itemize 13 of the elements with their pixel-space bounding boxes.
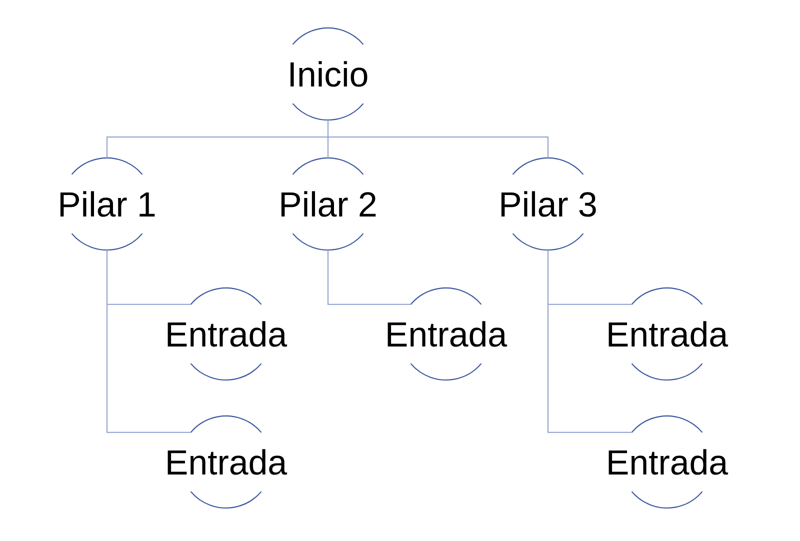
- circle-node: Inicio: [290, 27, 368, 121]
- circle-node: Pilar 1: [60, 157, 155, 251]
- circle-node: Entrada: [388, 287, 508, 381]
- connector-line: [328, 119, 548, 158]
- connector-line: [328, 249, 412, 305]
- circle-node: Pilar 2: [281, 157, 376, 251]
- connector-line: [548, 249, 632, 433]
- connector-line: [106, 249, 192, 433]
- circle-node: Entrada: [608, 415, 728, 509]
- circle-node: Pilar 3: [501, 157, 596, 251]
- circle-node: Entrada: [168, 287, 288, 381]
- circle-node: Entrada: [168, 415, 288, 509]
- circle-node: Entrada: [608, 287, 728, 381]
